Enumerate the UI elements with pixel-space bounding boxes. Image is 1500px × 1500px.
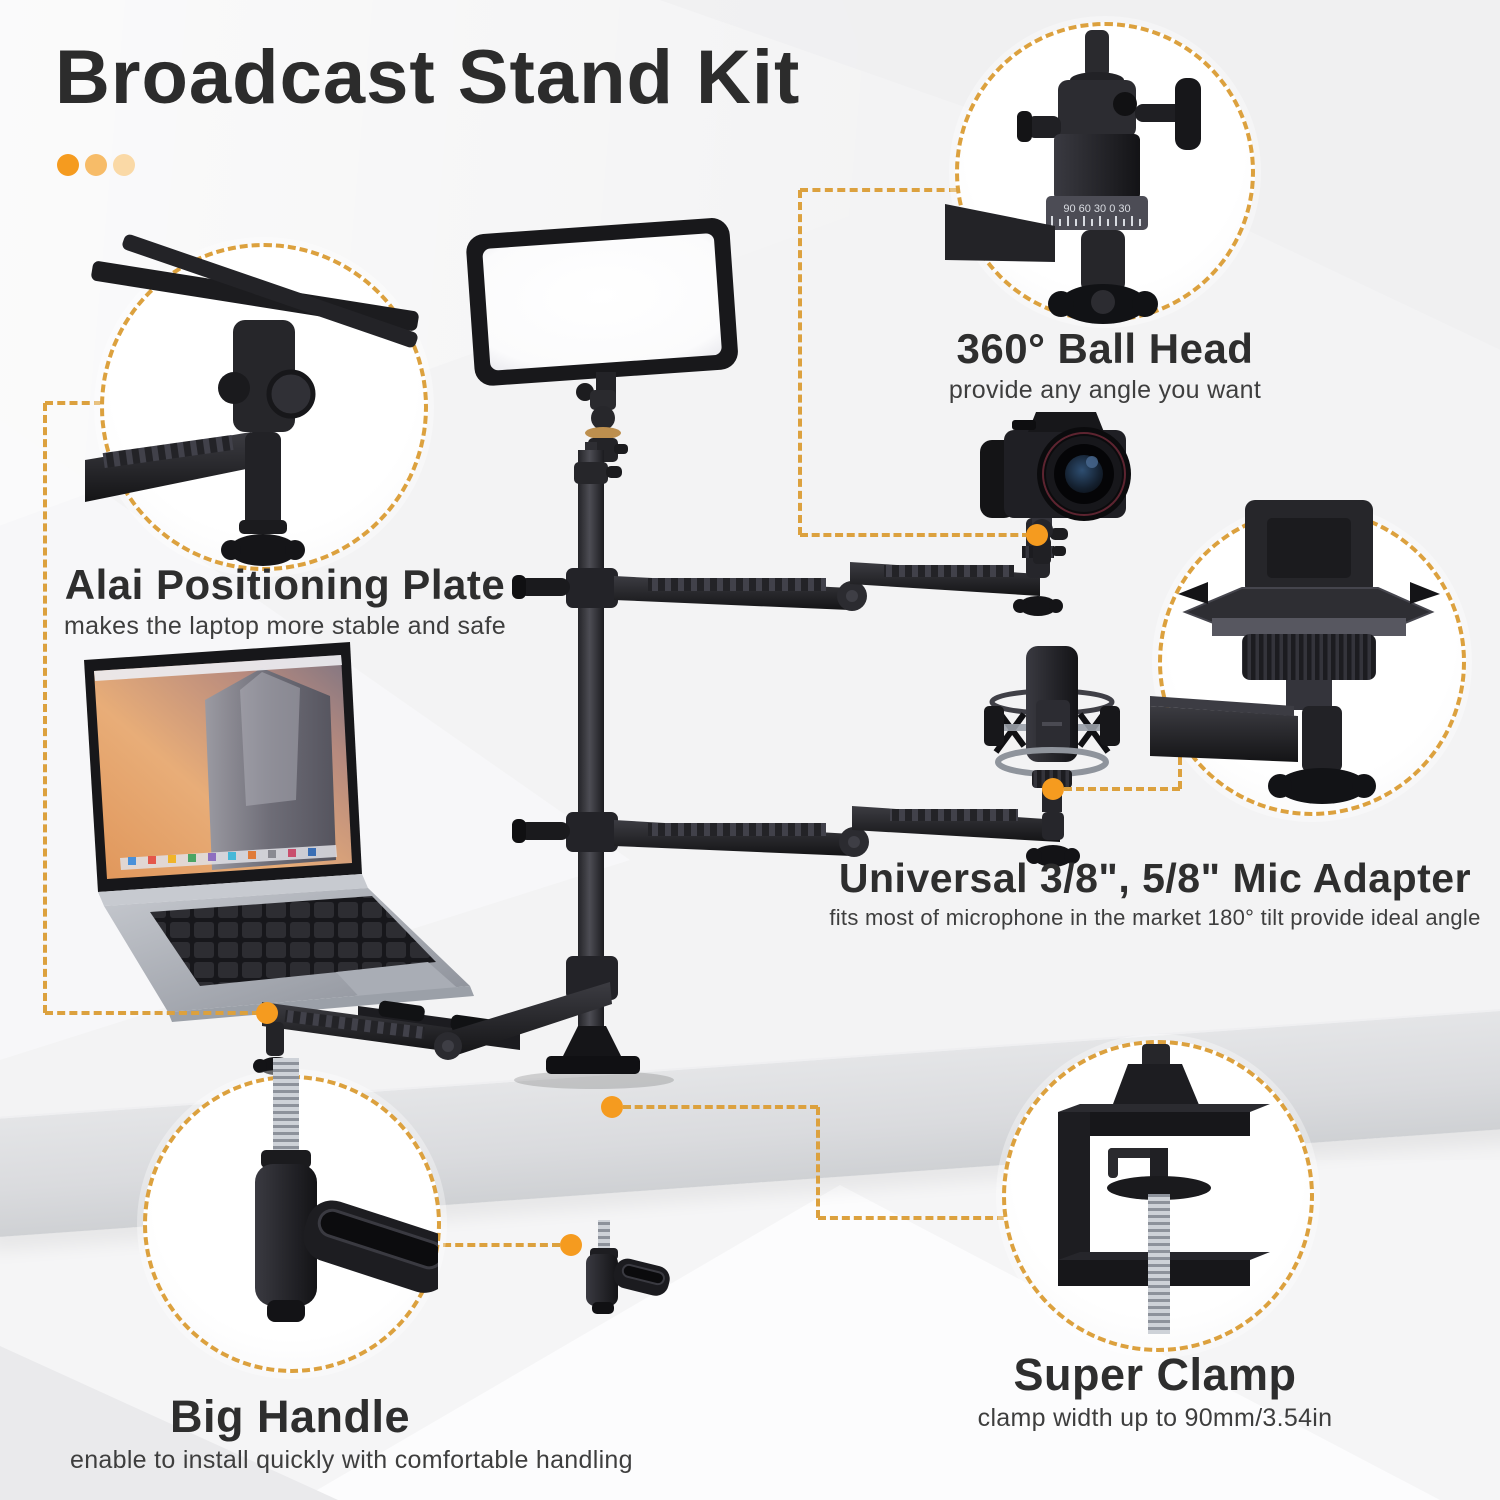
page-title: Broadcast Stand Kit xyxy=(55,35,801,120)
super-clamp-title: Super Clamp xyxy=(1013,1349,1297,1400)
big-handle-callout-text: Big Handle enable to install quickly wit… xyxy=(70,1391,633,1475)
connector-clamp-dot xyxy=(601,1096,623,1118)
mic-adapter-title: Universal 3/8", 5/8" Mic Adapter xyxy=(838,855,1472,901)
connector-plate-line xyxy=(43,403,47,1013)
led-light-panel xyxy=(466,218,738,386)
pole-base xyxy=(514,1026,674,1089)
dial-markings-label: 90 60 30 0 30 xyxy=(1063,203,1130,215)
connector-plate-line xyxy=(45,1011,260,1015)
big-handle-title: Big Handle xyxy=(169,1391,411,1442)
small-handle xyxy=(586,1220,670,1314)
ball-head-title: 360° Ball Head xyxy=(956,325,1254,372)
super-clamp-callout-text: Super Clamp clamp width up to 90mm/3.54i… xyxy=(940,1350,1370,1433)
connector-ball-head-line xyxy=(800,188,957,192)
handle-closeup xyxy=(255,1058,438,1322)
connector-ball-head-dot xyxy=(1026,524,1048,546)
connector-handle-line xyxy=(431,1243,560,1247)
positioning-plate-callout-text: Alai Positioning Plate makes the laptop … xyxy=(30,561,540,641)
clamp-closeup xyxy=(1058,1044,1270,1334)
title-accent-dot xyxy=(57,154,79,176)
ball-head-subtitle: provide any angle you want xyxy=(948,376,1262,405)
connector-ball-head-line xyxy=(800,533,1030,537)
positioning-plate-subtitle: makes the laptop more stable and safe xyxy=(64,612,506,641)
connector-clamp-line xyxy=(623,1105,818,1109)
ball-head-closeup: 90 60 30 0 30 xyxy=(945,30,1201,324)
mic-adapter-callout-text: Universal 3/8", 5/8" Mic Adapter fits mo… xyxy=(810,855,1500,931)
camera xyxy=(980,412,1131,564)
mic-adapter-subtitle: fits most of microphone in the market 18… xyxy=(829,905,1481,931)
connector-handle-dot xyxy=(560,1234,582,1256)
ball-head-callout-text: 360° Ball Head provide any angle you wan… xyxy=(880,325,1330,405)
connector-plate-dot xyxy=(256,1002,278,1024)
connector-mic-dot xyxy=(1042,778,1064,800)
title-accent-dot xyxy=(113,154,135,176)
positioning-plate-title: Alai Positioning Plate xyxy=(64,561,506,608)
connector-mic-line xyxy=(1064,787,1180,791)
connector-mic-line xyxy=(1178,733,1182,789)
super-clamp-subtitle: clamp width up to 90mm/3.54in xyxy=(977,1403,1333,1432)
connector-clamp-line xyxy=(816,1107,820,1218)
microphone xyxy=(984,646,1120,812)
connector-ball-head-line xyxy=(798,190,802,535)
plate-closeup xyxy=(85,234,419,566)
mic-adapter-closeup xyxy=(1150,500,1440,804)
big-handle-subtitle: enable to install quickly with comfortab… xyxy=(70,1445,633,1474)
title-accent-dot xyxy=(85,154,107,176)
laptop xyxy=(84,642,474,1022)
light-ball-mount xyxy=(576,372,628,462)
connector-clamp-line xyxy=(818,1216,1005,1220)
